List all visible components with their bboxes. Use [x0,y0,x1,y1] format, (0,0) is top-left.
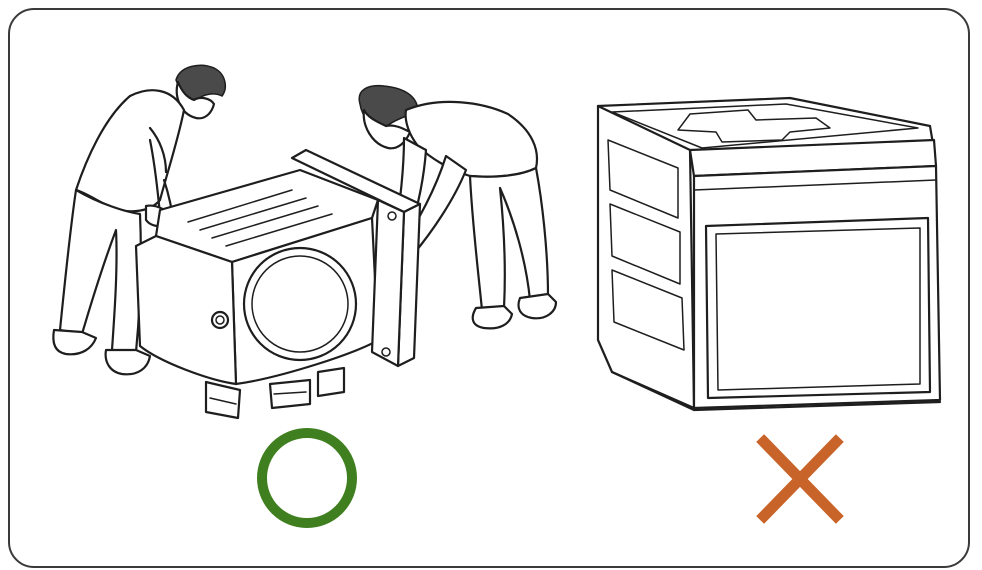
correct-lifting-scene [53,65,556,523]
rejected-cross-icon [764,442,836,516]
washing-machine-carried [136,170,378,418]
approved-circle-icon [262,433,352,523]
incorrect-placement-scene [598,98,940,516]
